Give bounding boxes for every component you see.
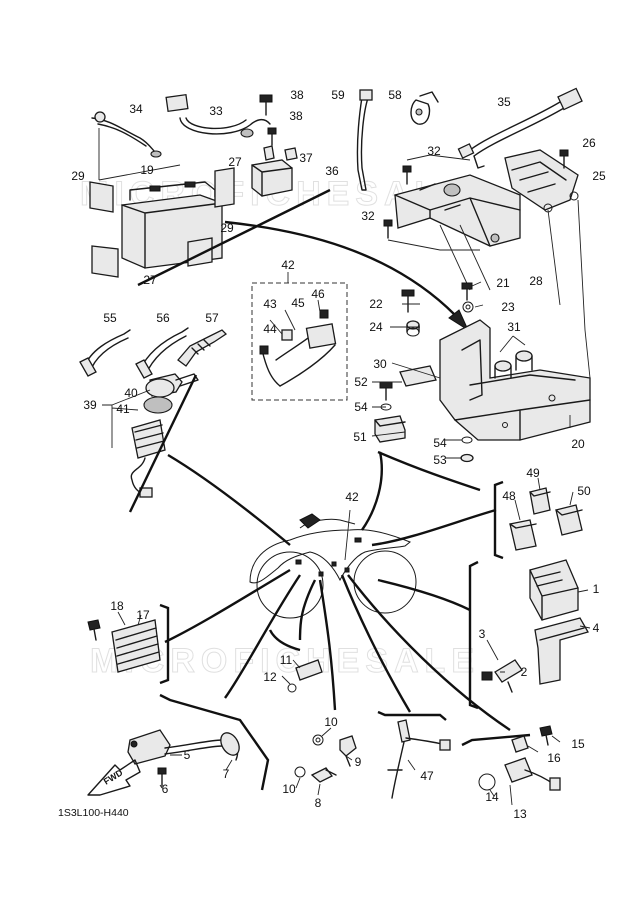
callout-9: 9 (355, 755, 362, 769)
callout-24: 24 (369, 320, 383, 334)
callouts: 1 2 3 4 5 6 7 8 9 10 10 11 12 13 14 15 1… (71, 88, 606, 821)
callout-26: 26 (582, 136, 596, 150)
callout-20: 20 (571, 437, 585, 451)
callout-45: 45 (291, 296, 305, 310)
callout-25: 25 (592, 169, 606, 183)
callout-7: 7 (223, 767, 230, 781)
bracket-group (383, 149, 579, 291)
callout-37: 37 (299, 151, 313, 165)
relation-arrow (224, 220, 456, 316)
callout-18: 18 (110, 599, 124, 613)
callout-16: 16 (547, 751, 561, 765)
diagram-code: 1S3L100-H440 (58, 807, 129, 819)
battery-box-group (371, 199, 591, 463)
callout-43: 43 (263, 297, 277, 311)
callout-27-bottom: 27 (143, 273, 157, 287)
callout-32-top: 32 (427, 144, 441, 158)
callout-27-top: 27 (228, 155, 242, 169)
wire-parts-top (356, 87, 583, 191)
callout-1: 1 (593, 582, 600, 596)
callout-57: 57 (205, 311, 219, 325)
callout-39: 39 (83, 398, 97, 412)
callout-54-right: 54 (433, 436, 447, 450)
callout-10-bottom: 10 (282, 782, 296, 796)
callout-48: 48 (502, 489, 516, 503)
callout-50: 50 (577, 484, 591, 498)
callout-55: 55 (103, 311, 117, 325)
callout-53: 53 (433, 453, 447, 467)
motorcycle-outline (249, 509, 417, 619)
callout-17: 17 (136, 608, 150, 622)
callout-28: 28 (529, 274, 543, 288)
callout-56: 56 (156, 311, 170, 325)
callout-36: 36 (325, 164, 339, 178)
main-switch-group (102, 373, 199, 513)
callout-38-top: 38 (290, 88, 304, 102)
callout-31: 31 (507, 320, 521, 334)
callout-22: 22 (369, 297, 383, 311)
wire-harness-inset (251, 272, 348, 401)
callout-41: 41 (116, 402, 130, 416)
sensor-group-11 (268, 629, 323, 693)
ecu-group (468, 559, 591, 710)
band-group (79, 327, 228, 379)
callout-35: 35 (497, 95, 511, 109)
callout-5: 5 (184, 748, 191, 762)
callout-3: 3 (479, 627, 486, 641)
callout-33: 33 (209, 104, 223, 118)
callout-46: 46 (311, 287, 325, 301)
battery-group (89, 93, 331, 287)
callout-58: 58 (388, 88, 402, 102)
ignition-coil-group: FWD (87, 693, 270, 796)
callout-21: 21 (496, 276, 510, 290)
callout-34: 34 (129, 102, 143, 116)
callout-29-left: 29 (71, 169, 85, 183)
callout-19: 19 (140, 163, 154, 177)
sensor-group-13-16 (461, 725, 561, 806)
callout-23: 23 (501, 300, 515, 314)
callout-49: 49 (526, 466, 540, 480)
callout-59: 59 (331, 88, 345, 102)
callout-52: 52 (354, 375, 368, 389)
callout-4: 4 (593, 621, 600, 635)
callout-42-bike: 42 (345, 490, 359, 504)
callout-42-inset: 42 (281, 258, 295, 272)
fwd-arrow-icon (87, 759, 141, 796)
callout-54-left: 54 (354, 400, 368, 414)
callout-32-left: 32 (361, 209, 375, 223)
relation-arrowhead (448, 309, 470, 332)
callout-13: 13 (513, 807, 527, 821)
callout-51: 51 (353, 430, 367, 444)
sensor-group-8-10 (294, 727, 357, 796)
callout-40: 40 (124, 386, 138, 400)
sensor-group-47 (377, 710, 451, 799)
connector-lines (164, 450, 511, 731)
fwd-label: FWD (102, 767, 125, 787)
callout-10-top: 10 (324, 715, 338, 729)
callout-12: 12 (263, 670, 277, 684)
callout-44: 44 (263, 322, 277, 336)
callout-15: 15 (571, 737, 585, 751)
callout-47: 47 (420, 769, 434, 783)
rectifier-group (87, 603, 170, 685)
callout-30: 30 (373, 357, 387, 371)
callout-14: 14 (485, 790, 499, 804)
callout-11: 11 (280, 653, 293, 667)
callout-29-right: 29 (220, 221, 234, 235)
callout-6: 6 (162, 782, 169, 796)
relay-group (493, 477, 583, 560)
callout-8: 8 (315, 796, 322, 810)
callout-38-bottom: 38 (289, 109, 303, 123)
callout-2: 2 (521, 665, 528, 679)
